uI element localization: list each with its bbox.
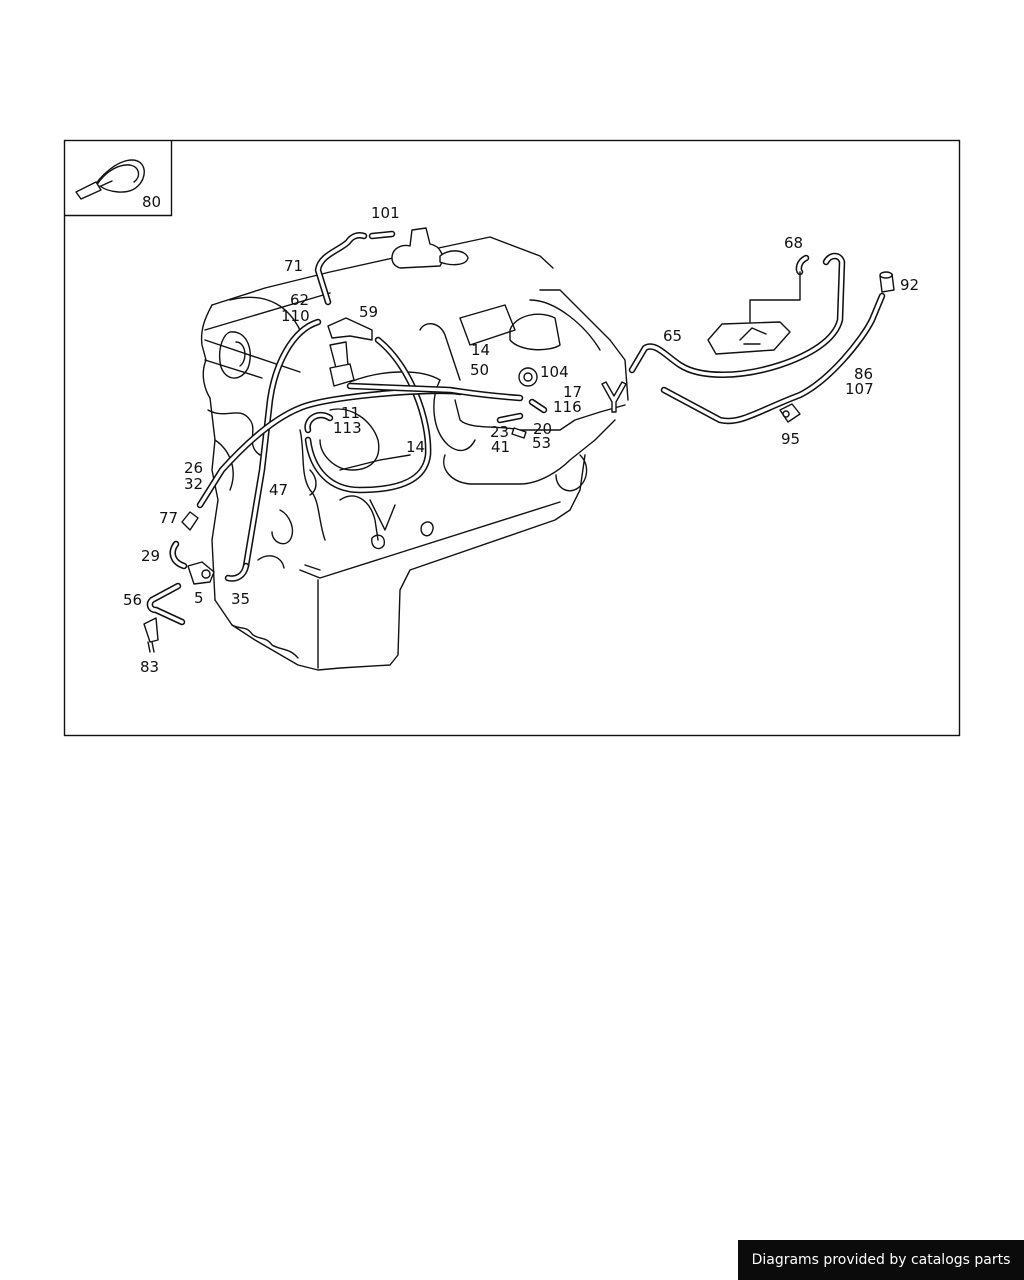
callout-35: 35 (231, 590, 250, 608)
callout-110: 110 (281, 307, 310, 325)
callout-86: 86 (854, 365, 873, 383)
callout-116: 116 (553, 398, 582, 416)
callout-59: 59 (359, 303, 378, 321)
tee-59 (327, 317, 373, 341)
inset-frame (64, 140, 173, 217)
callout-14: 14 (471, 341, 490, 359)
callout-32: 32 (184, 475, 203, 493)
valve-101 (391, 227, 444, 269)
callout-77: 77 (159, 509, 178, 527)
callout-50: 50 (470, 361, 489, 379)
callout-113: 113 (333, 419, 362, 437)
valve-5 (187, 561, 215, 585)
bracket (707, 321, 791, 355)
callout-56: 56 (123, 591, 142, 609)
callout-65: 65 (663, 327, 682, 345)
fitting-83 (143, 617, 159, 643)
callout-11: 11 (341, 404, 360, 422)
callout-95: 95 (781, 430, 800, 448)
callout-17: 17 (563, 383, 582, 401)
callout-83: 83 (140, 658, 159, 676)
callout-71: 71 (284, 257, 303, 275)
callout-41: 41 (491, 438, 510, 456)
callout-5: 5 (194, 589, 204, 607)
callout-23: 23 (490, 423, 509, 441)
callout-20: 20 (533, 420, 552, 438)
hose-lines (146, 230, 548, 626)
fittings (143, 227, 627, 653)
diagram-frame (63, 139, 961, 737)
cable-tie-icon (75, 159, 145, 200)
callout-14-lower: 14 (406, 438, 425, 456)
callout-104: 104 (540, 363, 569, 381)
callout-68: 68 (784, 234, 803, 252)
y-fitting-17 (601, 381, 627, 413)
callout-92: 92 (900, 276, 919, 294)
callout-101: 101 (371, 204, 400, 222)
callout-107: 107 (845, 380, 874, 398)
diagram-credit-banner: Diagrams provided by catalogs parts (738, 1240, 1024, 1280)
callout-labels: 80 101 71 62 110 59 14 50 104 17 116 11 … (123, 193, 919, 676)
callout-29: 29 (141, 547, 160, 565)
right-assembly (628, 252, 895, 425)
callout-62: 62 (290, 291, 309, 309)
fitting-77 (181, 511, 199, 531)
callout-26: 26 (184, 459, 203, 477)
callout-80: 80 (142, 193, 161, 211)
engine-block (200, 236, 629, 671)
callout-53: 53 (532, 434, 551, 452)
cap-104 (518, 367, 538, 387)
callout-47: 47 (269, 481, 288, 499)
